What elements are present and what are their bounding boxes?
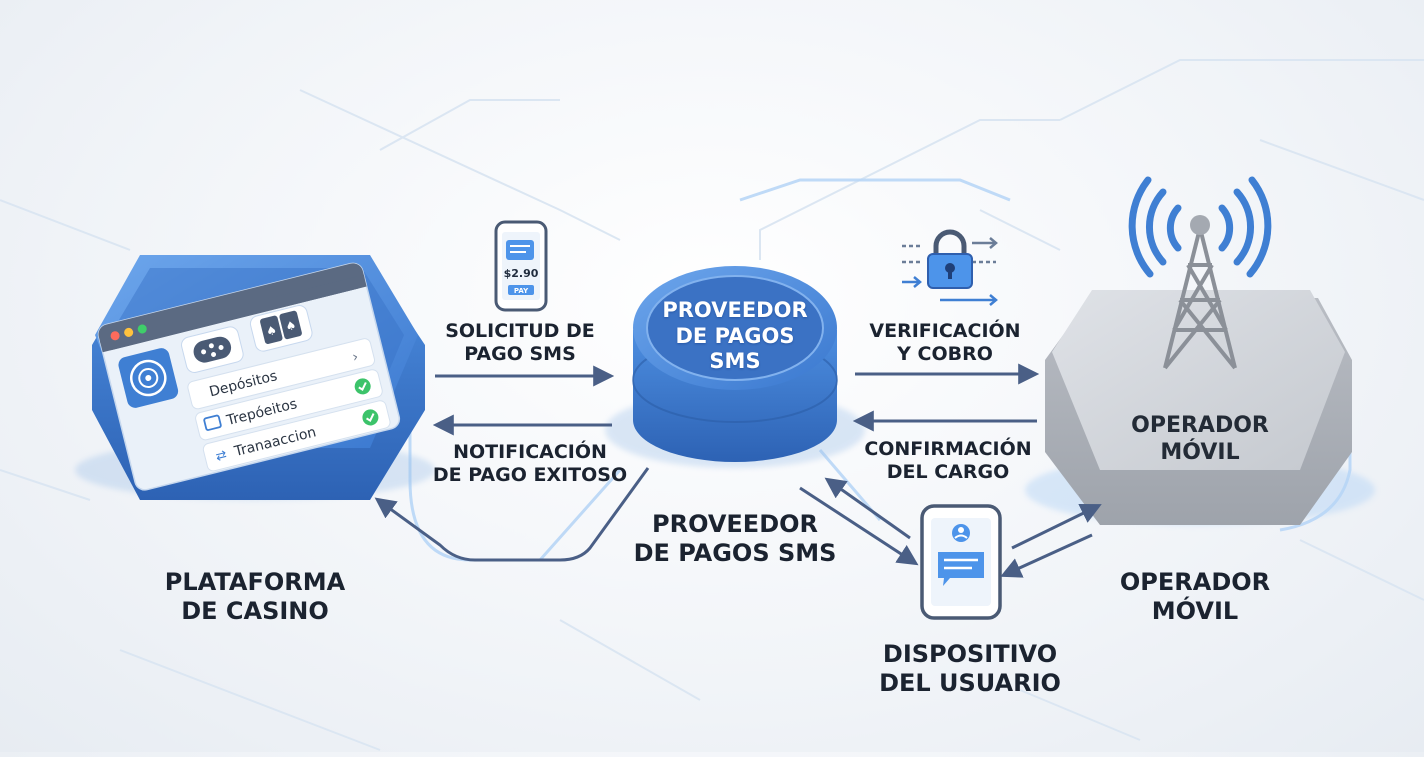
slot-machine-icon (181, 326, 244, 373)
phone-pay-button: PAY (514, 287, 529, 295)
window-close-dot-icon (110, 331, 120, 341)
arrow-return-to-casino (374, 467, 650, 562)
menu-item-transactions[interactable]: ⇄ Tranaaccion (202, 399, 391, 472)
arrow-device-to-provider (824, 477, 911, 540)
provider-caption-line1: PROVEEDOR (652, 510, 818, 538)
request-flow-label: SOLICITUD DE PAGO SMS (425, 320, 615, 366)
operator-caption: OPERADOR MÓVIL (1110, 568, 1280, 627)
operator-caption-line1: OPERADOR (1119, 568, 1271, 596)
provider-caption: PROVEEDOR DE PAGOS SMS (615, 510, 855, 569)
sms-payment-phone-icon: $2.90 PAY (494, 220, 548, 312)
cell-tower-icon (1163, 215, 1237, 370)
provider-top-label: PROVEEDOR DE PAGOS SMS (655, 298, 815, 375)
casino-caption-line2: DE CASINO (181, 597, 329, 626)
window-minimize-dot-icon (124, 327, 134, 337)
arrow-provider-to-device (799, 486, 919, 566)
notification-flow-label: NOTIFICACIÓN DE PAGO EXITOSO (425, 441, 635, 487)
flow-arrows (374, 363, 1102, 578)
verification-line1: VERIFICACIÓN (869, 320, 1021, 342)
playing-cards-icon: ♠ ♠ (249, 305, 313, 352)
user-device-phone-icon (920, 504, 1002, 620)
svg-text:♠: ♠ (284, 318, 298, 334)
notification-line1: NOTIFICACIÓN (453, 441, 607, 463)
operator-caption-line2: MÓVIL (1151, 597, 1239, 626)
chevron-right-icon: › (351, 349, 360, 366)
check-icon (354, 378, 371, 395)
wallet-icon (203, 414, 222, 431)
svg-text:♠: ♠ (265, 323, 279, 339)
casino-caption-line1: PLATAFORMA (164, 568, 346, 596)
mobile-operator-node (1025, 290, 1375, 525)
operator-top-label: OPERADOR MÓVIL (1110, 413, 1290, 467)
casino-app-window: ♠ ♠ Depósitos › Trepóeitos ⇄ Tranaaccion (97, 262, 401, 491)
provider-top-line1: PROVEEDOR (662, 298, 808, 322)
signal-waves-icon (1128, 176, 1272, 278)
operator-top-line1: OPERADOR (1131, 413, 1269, 438)
device-caption-line1: DISPOSITIVO (882, 640, 1058, 668)
verification-flow-label: VERIFICACIÓN Y COBRO (860, 320, 1030, 366)
secure-verification-icon (902, 229, 998, 306)
notification-line2: DE PAGO EXITOSO (432, 464, 628, 487)
window-maximize-dot-icon (137, 324, 147, 334)
phone-amount: $2.90 (504, 267, 539, 280)
transfer-arrows-icon: ⇄ (214, 448, 228, 465)
arrow-operator-to-device (1000, 533, 1093, 578)
background-circuit-lines (0, 59, 1424, 751)
verification-line2: Y COBRO (897, 343, 993, 366)
request-line2: PAGO SMS (464, 343, 576, 366)
roulette-icon (118, 348, 179, 408)
confirmation-line2: DEL CARGO (886, 461, 1010, 484)
request-line1: SOLICITUD DE (445, 320, 595, 342)
provider-top-line3: SMS (709, 349, 761, 374)
confirmation-flow-label: CONFIRMACIÓN DEL CARGO (858, 438, 1038, 484)
provider-caption-line2: DE PAGOS SMS (633, 539, 837, 568)
device-caption: DISPOSITIVO DEL USUARIO (870, 640, 1070, 699)
device-caption-line2: DEL USUARIO (879, 669, 1061, 698)
casino-caption: PLATAFORMA DE CASINO (140, 568, 370, 627)
arrow-device-to-operator (1011, 503, 1102, 550)
check-icon (362, 409, 379, 426)
operator-top-line2: MÓVIL (1160, 439, 1240, 465)
provider-top-line2: DE PAGOS (675, 323, 795, 348)
confirmation-line1: CONFIRMACIÓN (864, 438, 1032, 460)
sms-provider-node (605, 266, 865, 468)
